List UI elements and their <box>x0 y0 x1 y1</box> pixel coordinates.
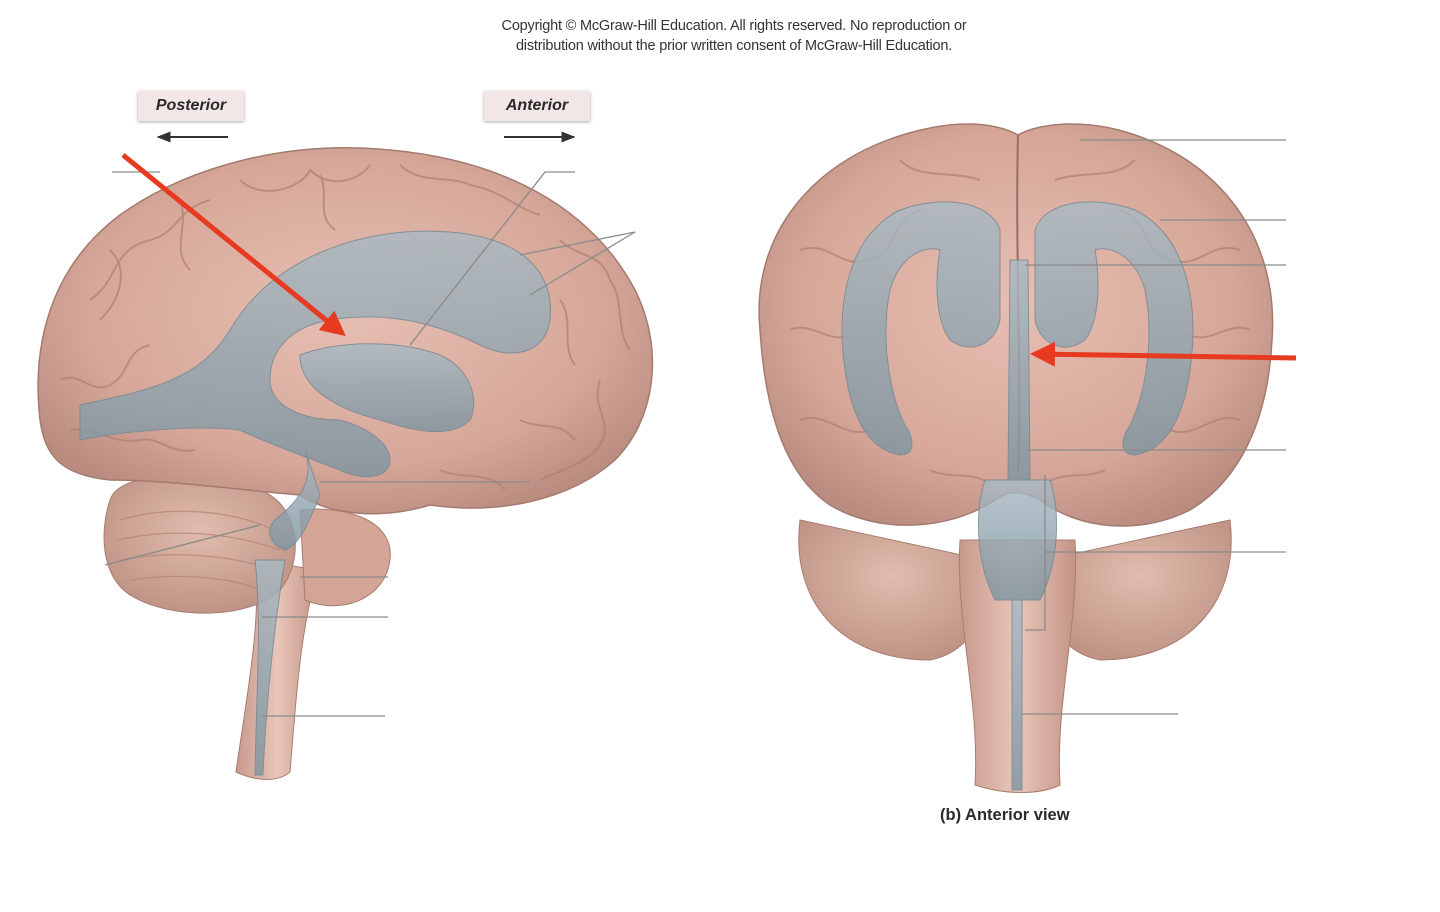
cerebral-aqueduct-fourth-ventricle <box>269 449 321 551</box>
fourth-ventricle-anterior <box>977 479 1058 601</box>
posterior-label: Posterior <box>138 91 244 121</box>
third-ventricle-shape <box>299 343 475 432</box>
copyright-notice: Copyright © McGraw-Hill Education. All r… <box>0 16 1440 56</box>
central-canal-lateral <box>254 559 286 776</box>
anterior-red-pointer-arrow <box>1030 341 1297 367</box>
lateral-pons <box>299 508 391 607</box>
lateral-leader-lines <box>104 171 636 717</box>
anterior-view-caption: (b) Anterior view <box>940 806 1070 824</box>
lateral-ventricles <box>79 230 551 776</box>
cerebellum-folia <box>117 510 281 591</box>
anterior-label: Anterior <box>484 91 590 121</box>
anterior-cerebellum-left <box>798 519 987 661</box>
left-lateral-ventricle-anterior <box>841 201 1001 456</box>
anterior-view-brain <box>758 123 1297 793</box>
third-ventricle-anterior <box>1007 259 1031 481</box>
anterior-leader-lines <box>1022 139 1286 715</box>
lateral-view-brain <box>37 147 654 780</box>
lateral-red-pointer-arrow <box>121 153 346 337</box>
copyright-line-1: Copyright © McGraw-Hill Education. All r… <box>501 18 967 34</box>
central-canal-anterior <box>1011 599 1023 791</box>
copyright-line-2: distribution without the prior written c… <box>515 38 953 54</box>
